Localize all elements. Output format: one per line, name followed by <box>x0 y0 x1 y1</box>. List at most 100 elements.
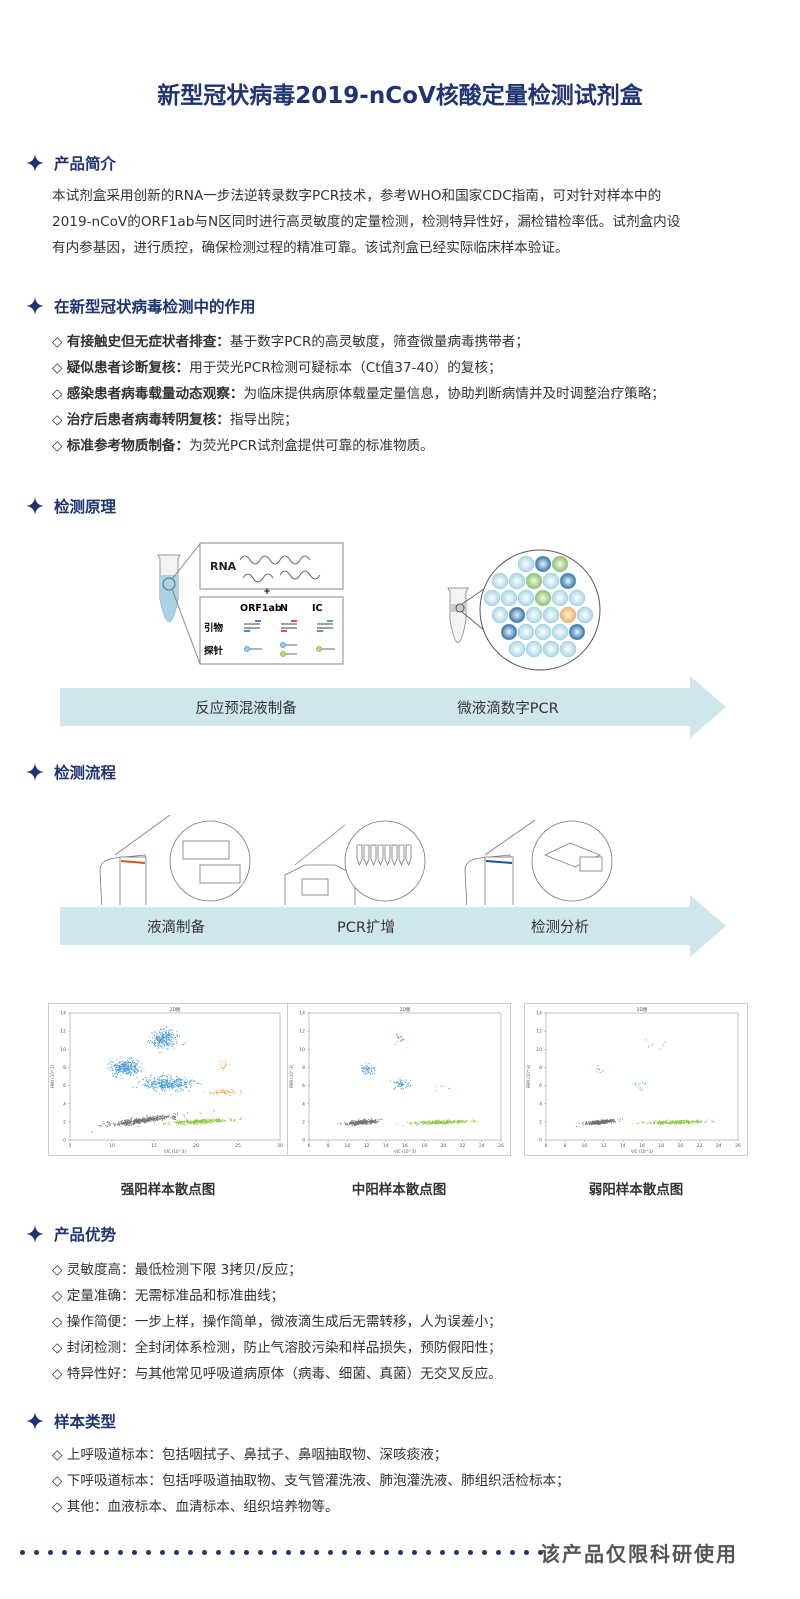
data-point <box>470 1120 472 1122</box>
data-point <box>99 1126 101 1128</box>
data-point <box>168 1044 170 1046</box>
data-point <box>159 1031 161 1033</box>
data-point <box>671 1121 673 1123</box>
data-point <box>369 1121 371 1123</box>
data-point <box>601 1119 603 1121</box>
data-point <box>610 1121 612 1123</box>
data-point <box>118 1066 120 1068</box>
data-point <box>125 1063 127 1065</box>
data-point <box>119 1122 121 1124</box>
data-point <box>654 1121 656 1123</box>
data-point <box>602 1122 604 1124</box>
data-point <box>241 1117 243 1119</box>
data-point <box>127 1067 129 1069</box>
data-point <box>179 1078 181 1080</box>
data-point <box>346 1122 348 1124</box>
data-point <box>437 1120 439 1122</box>
data-point <box>365 1072 367 1074</box>
data-point <box>183 1081 185 1083</box>
data-point <box>161 1043 163 1045</box>
data-point <box>184 1076 186 1078</box>
data-point <box>445 1123 447 1125</box>
data-point <box>109 1067 111 1069</box>
data-point <box>363 1120 365 1122</box>
data-point <box>176 1120 178 1122</box>
data-point <box>597 1123 599 1125</box>
data-point <box>170 1074 172 1076</box>
data-point <box>648 1046 650 1048</box>
data-point <box>176 1121 178 1123</box>
data-point <box>367 1071 369 1073</box>
data-point <box>176 1121 178 1123</box>
data-point <box>612 1119 614 1121</box>
data-point <box>165 1040 167 1042</box>
data-point <box>166 1036 168 1038</box>
data-point <box>158 1119 160 1121</box>
data-point <box>115 1075 117 1077</box>
data-point <box>113 1074 115 1076</box>
data-point <box>174 1118 176 1120</box>
data-point <box>159 1082 161 1084</box>
data-point <box>111 1061 113 1063</box>
data-point <box>466 1121 468 1123</box>
data-point <box>408 1122 410 1124</box>
data-point <box>176 1079 178 1081</box>
data-point <box>166 1039 168 1041</box>
data-point <box>120 1122 122 1124</box>
data-point <box>129 1120 131 1122</box>
y-tick-label: 12 <box>536 1029 542 1035</box>
data-point <box>605 1121 607 1123</box>
x-tick-label: 26 <box>498 1143 504 1149</box>
data-point <box>154 1084 156 1086</box>
droplet <box>568 589 586 607</box>
data-point <box>711 1121 713 1123</box>
cluster-fam-1 <box>596 1065 604 1073</box>
data-point <box>169 1034 171 1036</box>
data-point <box>169 1029 171 1031</box>
data-point <box>373 1066 375 1068</box>
data-point <box>200 1119 202 1121</box>
data-point <box>156 1036 158 1038</box>
data-point <box>403 1080 405 1082</box>
data-point <box>150 1119 152 1121</box>
data-point <box>404 1082 406 1084</box>
data-point <box>374 1069 376 1071</box>
data-point <box>133 1074 135 1076</box>
data-point <box>132 1061 134 1063</box>
data-point <box>117 1071 119 1073</box>
data-point <box>167 1086 169 1088</box>
data-point <box>126 1068 128 1070</box>
arrow-head-icon <box>690 676 726 738</box>
pcr-tube <box>356 844 363 867</box>
data-point <box>170 1083 172 1085</box>
data-point <box>118 1123 120 1125</box>
data-point <box>666 1122 668 1124</box>
data-point <box>161 1037 163 1039</box>
x-tick-label: 22 <box>697 1143 703 1149</box>
data-point <box>162 1088 164 1090</box>
data-point <box>397 1035 399 1037</box>
data-point <box>399 1080 401 1082</box>
data-point <box>597 1121 599 1123</box>
data-point <box>635 1083 637 1085</box>
data-point <box>372 1119 374 1121</box>
data-point <box>706 1119 708 1121</box>
section-heading-intro: 产品简介 <box>26 152 116 174</box>
data-point <box>678 1120 680 1122</box>
data-point <box>119 1068 121 1070</box>
data-point <box>145 1120 147 1122</box>
data-point <box>225 1064 227 1066</box>
data-point <box>128 1064 130 1066</box>
data-point <box>120 1067 122 1069</box>
data-point <box>134 1070 136 1072</box>
col-orf1ab: ORF1ab <box>240 603 282 614</box>
data-point <box>226 1090 228 1092</box>
data-point <box>591 1123 593 1125</box>
x-tick-label: 5 <box>69 1143 72 1149</box>
data-point <box>129 1061 131 1063</box>
data-point <box>410 1123 412 1125</box>
data-point <box>398 1085 400 1087</box>
data-point <box>120 1069 122 1071</box>
data-point <box>168 1034 170 1036</box>
data-point <box>363 1121 365 1123</box>
